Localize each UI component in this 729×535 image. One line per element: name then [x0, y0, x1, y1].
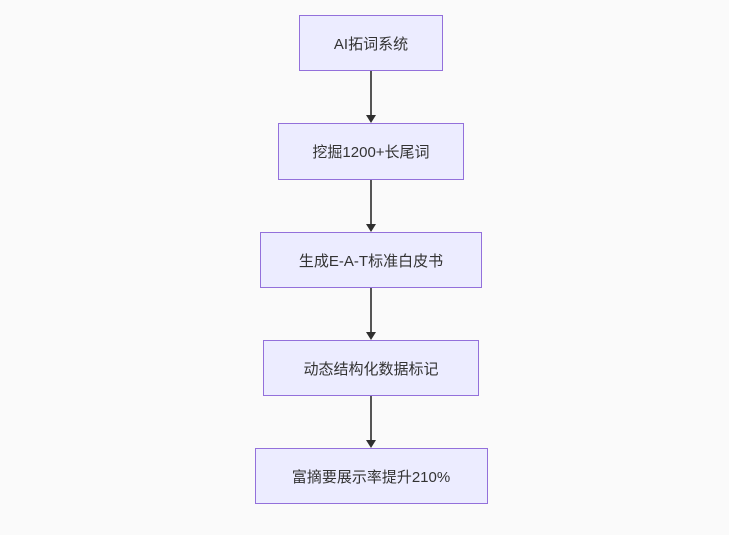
flow-node-label: AI拓词系统 [333, 35, 409, 53]
arrow-shaft [370, 288, 372, 332]
arrow-down-icon [366, 71, 376, 123]
arrow-down-icon [366, 396, 376, 448]
flow-node-label: 富摘要展示率提升210% [291, 468, 451, 486]
flowchart: AI拓词系统 挖掘1200+长尾词 生成E-A-T标准白皮书 动态结构化数据标记… [13, 0, 729, 504]
arrow-shaft [370, 180, 372, 224]
arrow-down-icon [366, 180, 376, 232]
flow-node-label: 生成E-A-T标准白皮书 [298, 252, 444, 270]
arrowhead-icon [366, 115, 376, 123]
arrowhead-icon [366, 332, 376, 340]
flow-node-label: 挖掘1200+长尾词 [312, 144, 430, 161]
arrow-down-icon [366, 288, 376, 340]
flow-node-ai-word-expansion: AI拓词系统 [299, 15, 443, 71]
arrowhead-icon [366, 224, 376, 232]
flow-node-label: 动态结构化数据标记 [303, 360, 439, 378]
arrow-shaft [370, 71, 372, 115]
flow-node-rich-snippet-rate: 富摘要展示率提升210% [254, 448, 488, 504]
flow-node-eat-whitepaper: 生成E-A-T标准白皮书 [260, 232, 482, 288]
arrow-shaft [370, 396, 372, 440]
flow-node-structured-data-markup: 动态结构化数据标记 [263, 340, 479, 396]
arrowhead-icon [366, 440, 376, 448]
flow-node-longtail-keywords: 挖掘1200+长尾词 [278, 123, 464, 180]
